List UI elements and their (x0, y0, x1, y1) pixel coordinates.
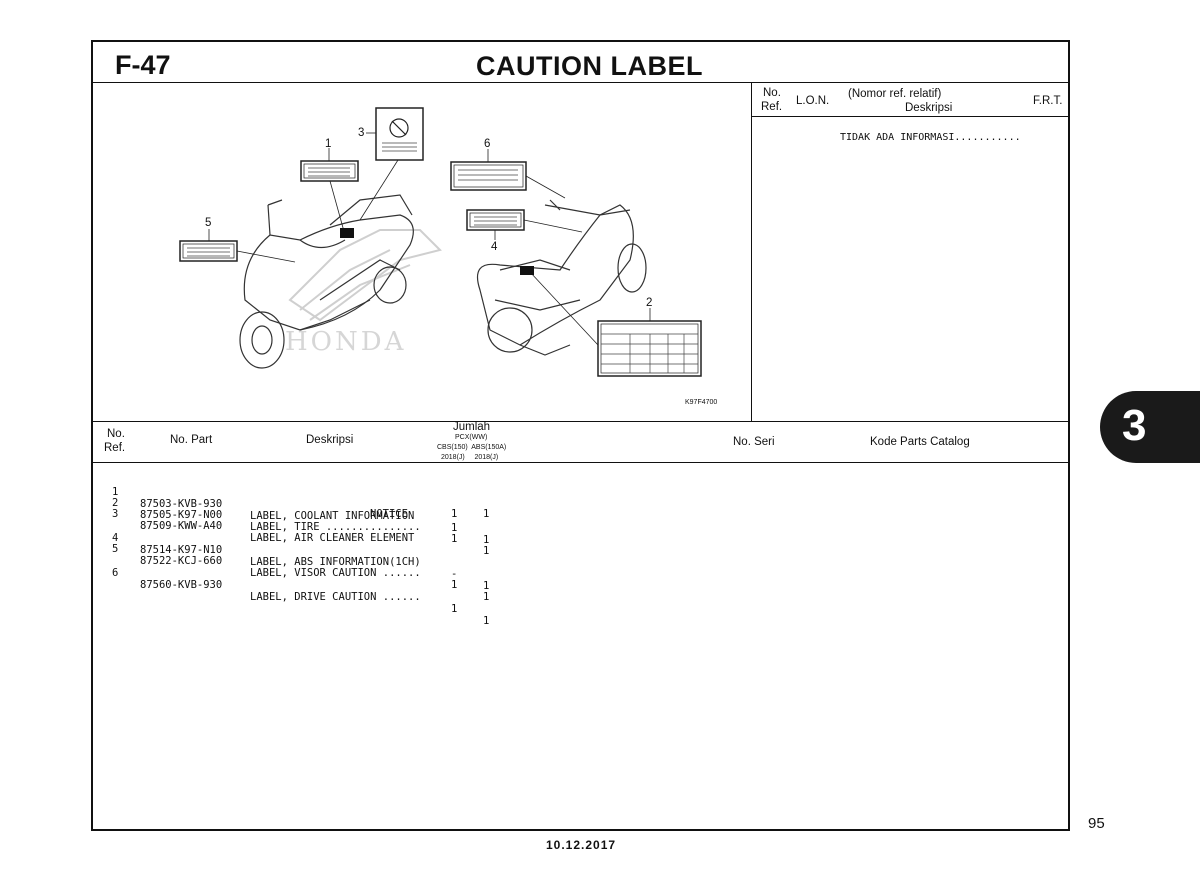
label-6-diagram (450, 149, 566, 199)
label-5-diagram (179, 229, 296, 263)
part-row: 6 87560-KVB-930 LABEL, DRIVE CAUTION ...… (112, 555, 489, 639)
col-no: No. (107, 428, 125, 440)
part-number: 87522-KCJ-660 (140, 555, 223, 567)
qty-cbs: 1 (451, 533, 458, 545)
lon-col-frt: F.R.T. (1033, 95, 1063, 107)
figure-reference-code: K97F4700 (685, 399, 718, 406)
part-desc: LABEL, VISOR CAUTION ...... (250, 567, 421, 579)
col-jumlah: Jumlah (453, 421, 491, 433)
label-4-diagram (466, 209, 583, 240)
part-desc: LABEL, TIRE ............... (250, 521, 421, 533)
part-number: 87514-K97-N10 (140, 544, 223, 556)
qty-cbs: 1 (451, 522, 458, 534)
callout-5: 5 (205, 217, 212, 229)
label-1-diagram (300, 148, 359, 238)
part-desc: LABEL, DRIVE CAUTION ...... (250, 591, 421, 603)
illustration-divider (751, 83, 752, 421)
col-variants: CBS(150) ABS(150A) (437, 444, 507, 451)
part-row: 3 87509-KWW-A40 LABEL, AIR CLEANER ELEME… (112, 496, 489, 592)
callout-4: 4 (491, 241, 498, 253)
part-desc: LABEL, AIR CLEANER ELEMENT (250, 532, 415, 544)
part-desc-continued: NOTICE (370, 508, 408, 520)
catalog-frame (91, 40, 1070, 831)
table-header-divider (92, 462, 1070, 463)
col-model: PCX(WW) (455, 434, 488, 441)
qty-cbs: 1 (451, 508, 458, 520)
qty-cbs: - (451, 568, 458, 580)
illustration-bottom (92, 421, 1070, 422)
page-number: 95 (1088, 815, 1105, 832)
part-number: 87503-KVB-930 (140, 498, 223, 510)
page-title: CAUTION LABEL (476, 51, 703, 81)
title-divider (92, 82, 1070, 83)
lon-col-ref: Ref. (761, 101, 783, 113)
qty-cbs: 1 (451, 579, 458, 591)
callout-1: 1 (325, 138, 332, 150)
part-row: 5 87522-KCJ-660 LABEL, VISOR CAUTION ...… (112, 531, 489, 615)
part-desc: LABEL, ABS INFORMATION(1CH) (250, 556, 421, 568)
section-tab-number: 3 (1122, 401, 1147, 450)
part-number: 87560-KVB-930 (140, 579, 223, 591)
col-years: 2018(J) 2018(J) (441, 454, 499, 461)
qty-abs: 1 (483, 534, 490, 546)
lon-col-no: No. (763, 87, 781, 99)
callout-3: 3 (358, 127, 365, 139)
lon-col-desc-top: (Nomor ref. relatif) (848, 88, 942, 100)
part-ref: 1 (112, 486, 119, 498)
callout-6: 6 (484, 138, 491, 150)
col-ref: Ref. (104, 442, 126, 454)
part-number: 87505-K97-N00 (140, 509, 223, 521)
lon-col-lon: L.O.N. (796, 95, 830, 107)
col-catalog: Kode Parts Catalog (870, 436, 970, 448)
qty-abs: 1 (483, 580, 490, 592)
lon-col-desc: Deskripsi (905, 102, 953, 114)
part-row: 1 87503-KVB-930 LABEL, COOLANT INFORMATI… (112, 474, 489, 558)
lon-info-text: TIDAK ADA INFORMASI........... (840, 132, 1021, 143)
col-desc: Deskripsi (306, 434, 354, 446)
part-ref: 6 (112, 567, 119, 579)
qty-abs: 1 (483, 545, 490, 557)
qty-abs: 1 (483, 615, 490, 627)
col-serial: No. Seri (733, 436, 775, 448)
publication-date: 10.12.2017 (546, 838, 617, 852)
scooter-side-view (239, 194, 414, 369)
honda-wing-logo (288, 229, 442, 322)
scooter-rear-view (476, 199, 647, 356)
part-ref: 4 (112, 532, 119, 544)
part-ref: 5 (112, 543, 119, 555)
col-part: No. Part (170, 434, 213, 446)
qty-abs: 1 (483, 508, 490, 520)
part-row: 4 87514-K97-N10 LABEL, ABS INFORMATION(1… (112, 520, 489, 604)
part-row: 2 87505-K97-N00 LABEL, TIRE ............… (112, 485, 489, 569)
label-3-diagram (359, 107, 424, 221)
figure-code-title: F-47 (115, 50, 171, 80)
qty-abs: 1 (483, 591, 490, 603)
section-tab: 3 (1100, 391, 1200, 463)
part-number: 87509-KWW-A40 (140, 520, 223, 532)
part-desc: LABEL, COOLANT INFORMATION (250, 510, 415, 522)
callout-2: 2 (646, 297, 653, 309)
part-ref: 3 (112, 508, 119, 520)
label-2-diagram (520, 266, 702, 377)
honda-watermark: HONDA (285, 327, 406, 357)
qty-cbs: 1 (451, 603, 458, 615)
part-ref: 2 (112, 497, 119, 509)
lon-header-divider (752, 116, 1070, 117)
